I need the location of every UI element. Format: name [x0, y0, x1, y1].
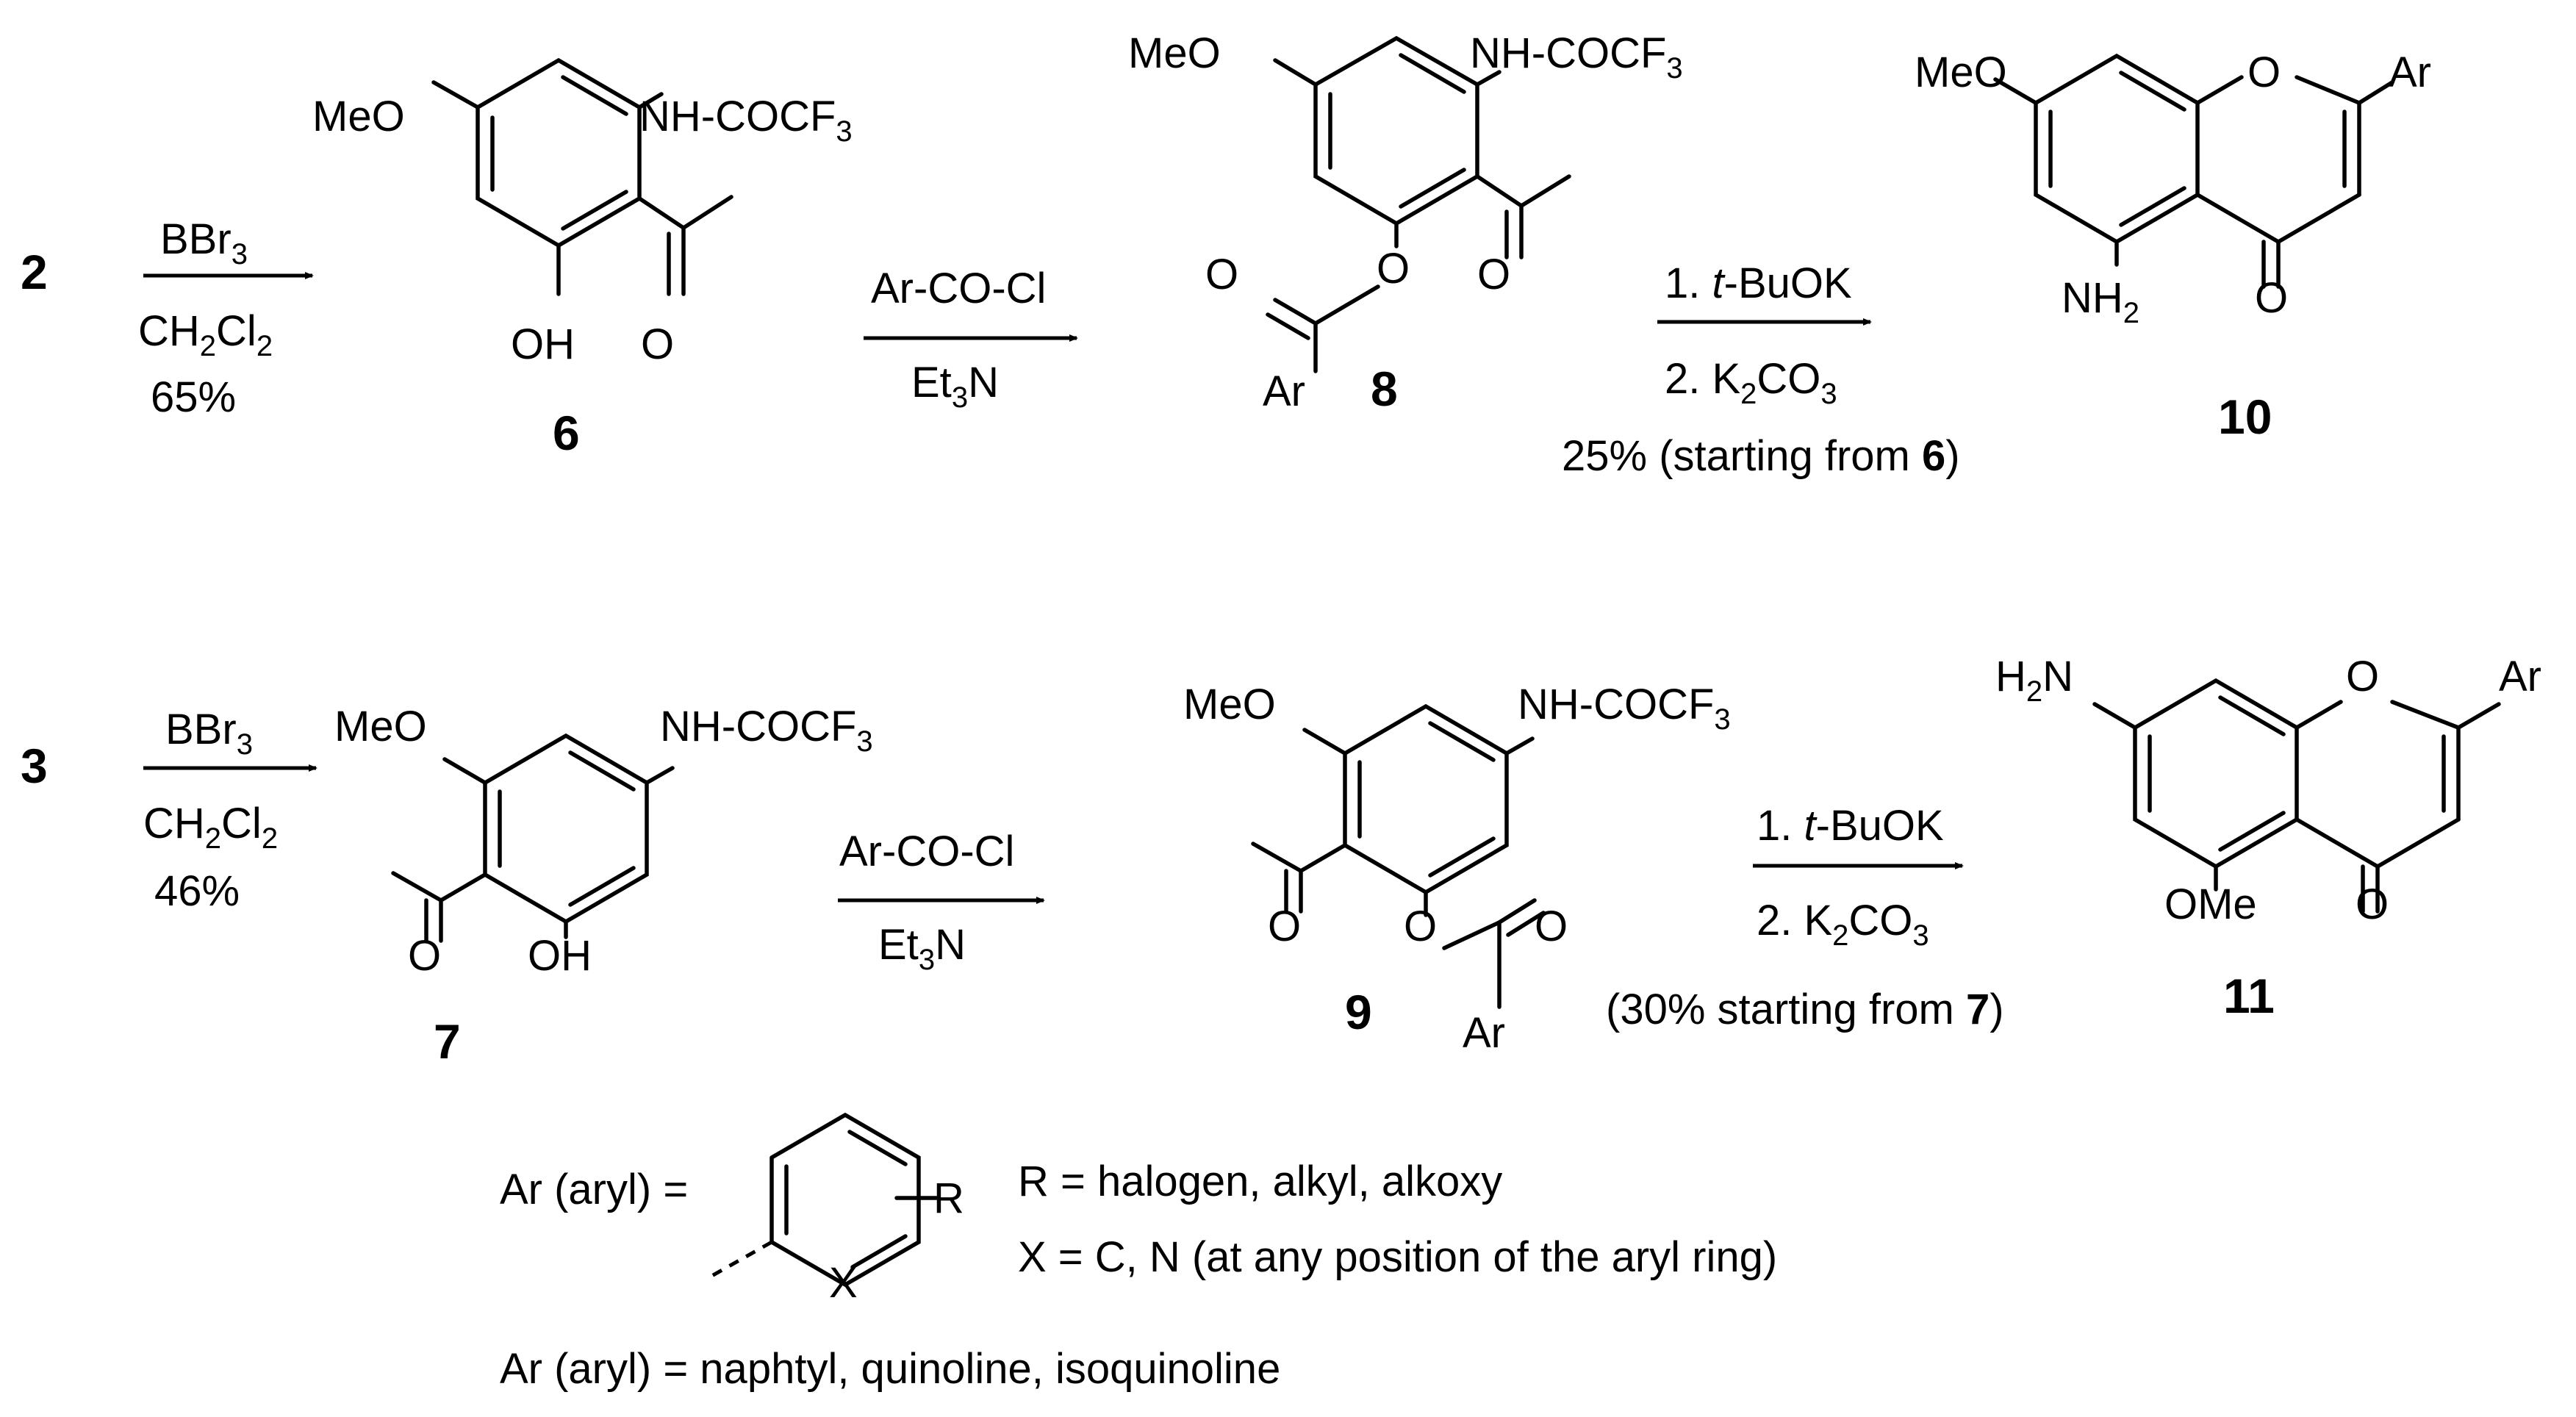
svg-text:NH-COCF3: NH-COCF3 [1470, 29, 1683, 85]
reaction-arrow-bbr3-row1: BBr3 CH2Cl2 65% [138, 215, 314, 421]
svg-text:Ar: Ar [2499, 653, 2541, 700]
svg-text:R: R [933, 1174, 964, 1222]
svg-text:O: O [2346, 653, 2379, 700]
svg-text:O: O [1404, 903, 1437, 950]
svg-text:Et3N: Et3N [878, 921, 966, 976]
reaction-arrow-bbr3-row2: BBr3 CH2Cl2 46% [143, 706, 317, 915]
svg-text:O: O [1535, 903, 1568, 950]
aryl-ring-structure [708, 1112, 939, 1288]
svg-text:O: O [1268, 903, 1301, 950]
svg-text:(30% starting from 7): (30% starting from 7) [1606, 986, 2004, 1033]
compound-8-label: 8 [1371, 362, 1398, 416]
svg-text:MeO: MeO [1128, 29, 1221, 77]
compound-10-structure: MeO O Ar NH2 O [1915, 49, 2431, 329]
compound-10-label: 10 [2218, 390, 2272, 444]
svg-text:BBr3: BBr3 [160, 215, 248, 270]
svg-text:O: O [2356, 880, 2389, 928]
svg-text:46%: 46% [154, 867, 240, 915]
reaction-arrow-cyclization-row2: 1. t-BuOK 2. K2CO3 (30% starting from 7) [1606, 802, 2004, 1033]
compound-8-structure: MeO NH-COCF3 O O O Ar [1128, 29, 1683, 415]
svg-text:2. K2CO3: 2. K2CO3 [1665, 355, 1837, 410]
svg-text:O: O [2247, 49, 2281, 96]
compound-9-structure: MeO NH-COCF3 O O O Ar [1183, 681, 1731, 1057]
compound-3-label: 3 [21, 739, 48, 793]
svg-text:O: O [408, 932, 441, 980]
compound-9-label: 9 [1345, 985, 1372, 1039]
svg-text:MeO: MeO [1915, 49, 2007, 96]
svg-text:1. t-BuOK: 1. t-BuOK [1665, 259, 1852, 307]
svg-text:Et3N: Et3N [911, 359, 999, 414]
svg-text:NH-COCF3: NH-COCF3 [639, 93, 853, 148]
svg-text:Ar: Ar [1263, 367, 1305, 415]
legend-x-definition: X = C, N (at any position of the aryl ri… [1018, 1233, 1777, 1281]
compound-7-label: 7 [434, 1014, 461, 1069]
svg-text:O: O [1205, 251, 1238, 298]
svg-text:OH: OH [511, 320, 575, 368]
compound-2-label: 2 [21, 245, 48, 299]
svg-text:O: O [1477, 251, 1510, 298]
svg-text:NH2: NH2 [2062, 274, 2139, 329]
svg-text:2. K2CO3: 2. K2CO3 [1757, 897, 1929, 952]
reaction-arrow-acylation-row2: Ar-CO-Cl Et3N [838, 828, 1045, 976]
svg-text:Ar: Ar [2389, 49, 2431, 96]
legend-ar-equals: Ar (aryl) = [500, 1166, 688, 1213]
compound-11-structure: H2N O Ar OMe O [1995, 653, 2541, 928]
reaction-arrow-acylation-row1: Ar-CO-Cl Et3N [864, 265, 1078, 414]
reaction-arrow-cyclization-row1: 1. t-BuOK 2. K2CO3 25% (starting from 6) [1562, 259, 1960, 480]
legend-r-definition: R = halogen, alkyl, alkoxy [1018, 1158, 1502, 1205]
svg-text:O: O [641, 320, 674, 368]
svg-text:NH-COCF3: NH-COCF3 [660, 703, 873, 758]
svg-text:H2N: H2N [1995, 653, 2073, 708]
svg-text:Ar-CO-Cl: Ar-CO-Cl [839, 828, 1014, 875]
svg-text:MeO: MeO [334, 703, 427, 750]
compound-11-label: 11 [2223, 969, 2275, 1023]
svg-text:65%: 65% [151, 373, 236, 421]
svg-text:X: X [829, 1259, 858, 1307]
compound-6-structure: MeO NH-COCF3 OH O [312, 57, 853, 368]
svg-text:NH-COCF3: NH-COCF3 [1518, 681, 1731, 736]
svg-text:Ar: Ar [1463, 1009, 1505, 1057]
svg-text:MeO: MeO [312, 93, 405, 140]
svg-text:O: O [1377, 245, 1410, 293]
svg-text:CH2Cl2: CH2Cl2 [143, 800, 278, 855]
svg-text:1. t-BuOK: 1. t-BuOK [1757, 802, 1944, 850]
legend-ar-alternatives: Ar (aryl) = naphtyl, quinoline, isoquino… [500, 1345, 1280, 1393]
aryl-definition-legend: Ar (aryl) = X R R = halogen, alkyl, alko… [500, 1112, 1777, 1393]
compound-7-structure: MeO NH-COCF3 O OH [334, 703, 873, 980]
svg-text:CH2Cl2: CH2Cl2 [138, 307, 273, 362]
svg-text:OMe: OMe [2164, 880, 2257, 928]
svg-text:Ar-CO-Cl: Ar-CO-Cl [871, 265, 1046, 312]
compound-6-label: 6 [553, 406, 580, 460]
svg-text:O: O [2255, 274, 2288, 322]
svg-text:OH: OH [528, 932, 592, 980]
svg-text:MeO: MeO [1183, 681, 1276, 728]
svg-text:BBr3: BBr3 [165, 706, 253, 761]
svg-text:25% (starting from 6): 25% (starting from 6) [1562, 432, 1960, 480]
